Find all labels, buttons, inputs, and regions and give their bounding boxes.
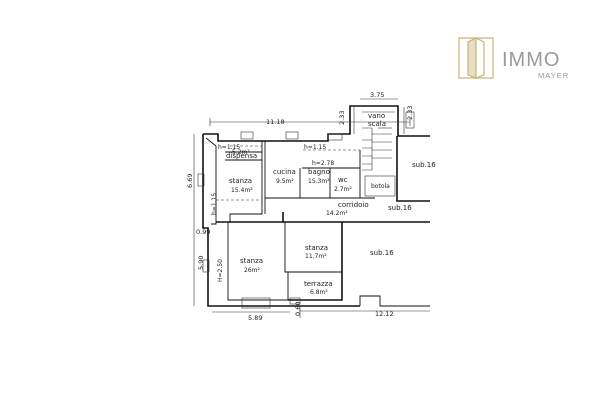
room-stanza-3-area: 11.7m² xyxy=(305,253,327,260)
room-terrazza-label: terrazza xyxy=(304,280,333,288)
room-stanza-1-label: stanza xyxy=(229,177,252,185)
dim-bottom-left: 5.89 xyxy=(248,314,262,322)
dim-stair-left: 2.33 xyxy=(338,111,346,125)
height-vert-2: H=2.50 xyxy=(217,259,224,282)
room-wc-area: 2.7m² xyxy=(334,186,352,193)
dim-left-mid: 0.99 xyxy=(196,228,210,236)
walls xyxy=(197,105,430,309)
height-h3: h=2.78 xyxy=(312,160,334,167)
dim-stair-top: 3.75 xyxy=(370,91,384,99)
room-cucina-label: cucina xyxy=(273,168,296,176)
logo-mark-icon xyxy=(458,37,494,79)
dim-bottom-mid: 0.60 xyxy=(294,302,302,316)
room-stanza-1-area: 15.4m² xyxy=(231,187,253,194)
room-vano-scala-line1: vano xyxy=(368,112,385,120)
height-h2: h=1.15 xyxy=(304,144,326,151)
room-bagno-area: 15.3m² xyxy=(308,178,330,185)
dim-left-upper: 6.69 xyxy=(186,174,194,188)
height-h1: h=1.15 xyxy=(218,144,240,151)
room-corridoio-label: corridoio xyxy=(338,201,369,209)
room-stanza-3-label: stanza xyxy=(305,244,328,252)
dim-stair-right: 2.33 xyxy=(406,106,414,120)
room-dispensa-label: dispensa xyxy=(226,152,257,160)
dim-top: 11.18 xyxy=(266,118,285,126)
room-botola: botola xyxy=(371,183,390,190)
dimension-lines xyxy=(193,98,430,318)
dim-left-lower: 5.90 xyxy=(197,256,205,270)
room-dispensa-area: 5.2m² xyxy=(232,149,250,156)
room-bagno-label: bagno xyxy=(308,168,330,176)
logo-sub: MAYER xyxy=(538,71,569,80)
room-cucina-area: 9.5m² xyxy=(276,178,294,185)
room-vano-scala-line2: scala xyxy=(368,120,386,128)
dim-bottom-right: 12.12 xyxy=(375,310,394,318)
room-wc-label: wc xyxy=(338,176,348,184)
room-stanza-2-label: stanza xyxy=(240,257,263,265)
room-stanza-2-area: 26m² xyxy=(244,267,260,274)
sub-label-2: sub.16 xyxy=(388,204,412,212)
sub-label-3: sub.16 xyxy=(370,249,394,257)
logo-name: IMMO xyxy=(502,49,560,71)
sub-label-1: sub.16 xyxy=(412,161,436,169)
room-corridoio-area: 14.2m² xyxy=(326,210,348,217)
immo-mayer-logo: IMMO MAYER xyxy=(458,37,569,80)
room-terrazza-area: 6.8m² xyxy=(310,289,328,296)
height-vert-1: h=1.15 xyxy=(211,193,218,215)
